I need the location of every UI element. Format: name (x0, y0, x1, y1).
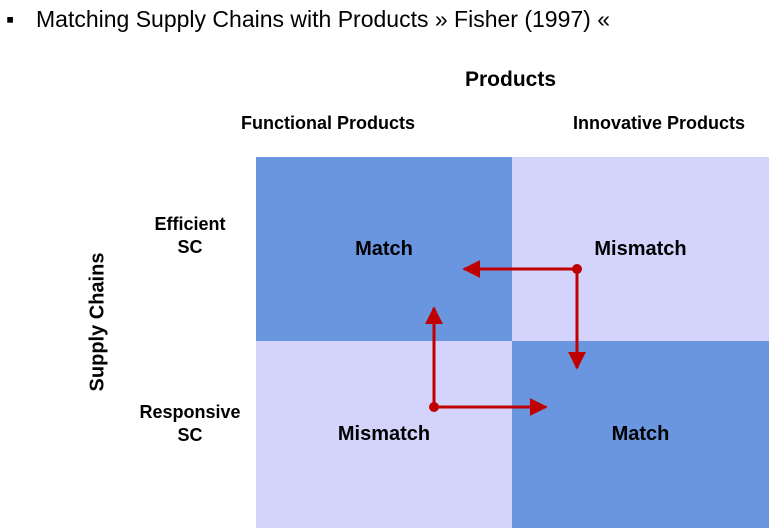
cell-efficient-innovative: Mismatch (512, 157, 769, 341)
row-header-efficient-line2: SC (177, 237, 203, 257)
column-header-innovative: Innovative Products (573, 113, 746, 133)
cell-responsive-innovative-label: Match (611, 423, 670, 445)
column-header-functional: Functional Products (241, 113, 416, 133)
arrow-group-top-right (462, 260, 586, 370)
row-header-efficient: Efficient SC (140, 213, 240, 259)
row-header-responsive-line2: SC (177, 425, 203, 445)
products-axis-label: Products (465, 68, 557, 91)
row-header-responsive: Responsive SC (130, 401, 250, 447)
cell-efficient-functional-label: Match (355, 238, 413, 260)
cell-efficient-functional: Match (256, 157, 512, 341)
cell-responsive-functional-label: Mismatch (337, 423, 431, 445)
slide-title: Matching Supply Chains with Products » F… (36, 6, 611, 32)
bullet-square-icon: ▪ (6, 6, 15, 32)
cell-responsive-functional: Mismatch (256, 341, 512, 528)
arrow-group-bottom-left (425, 306, 548, 416)
cell-efficient-innovative-label: Mismatch (594, 238, 687, 260)
row-header-responsive-line1: Responsive (139, 402, 241, 422)
cell-responsive-innovative: Match (512, 341, 769, 528)
row-header-efficient-line1: Efficient (154, 214, 226, 234)
